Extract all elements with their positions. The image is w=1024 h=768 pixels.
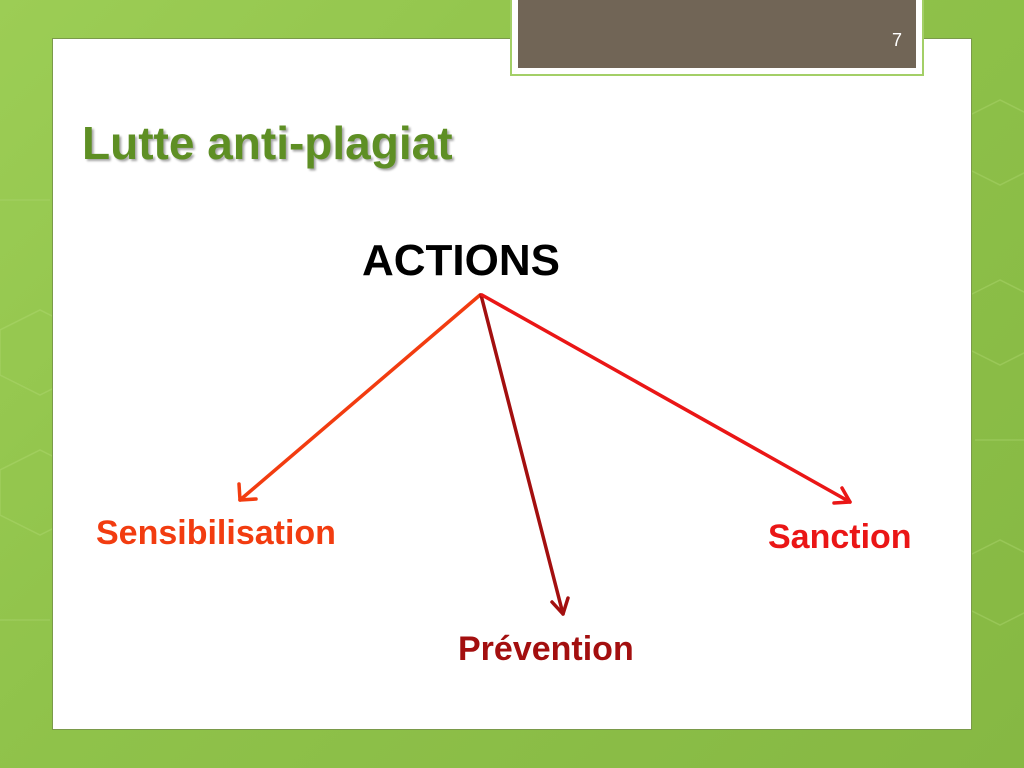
- slide-number-tab: 7: [510, 0, 924, 76]
- slide-number: 7: [891, 30, 902, 50]
- diagram-root-label: ACTIONS: [362, 236, 560, 285]
- node-sensibilisation: Sensibilisation: [96, 514, 336, 552]
- node-prevention: Prévention: [458, 630, 634, 668]
- slide-title: Lutte anti-plagiat: [82, 117, 453, 169]
- node-sanction: Sanction: [768, 518, 912, 556]
- slide-number-box: 7: [518, 0, 916, 68]
